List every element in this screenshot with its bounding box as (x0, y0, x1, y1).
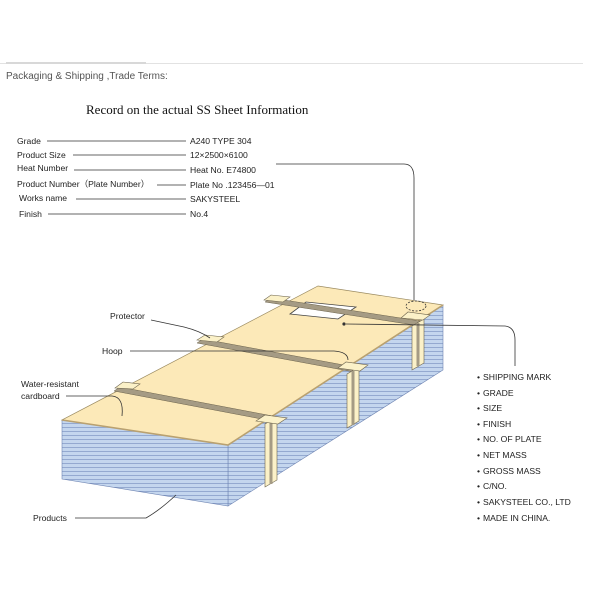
heat-number-leader (276, 163, 415, 300)
bullet: • (477, 481, 480, 491)
bullet: • (477, 372, 480, 382)
protector (337, 361, 369, 372)
shipping-mark-text: SAKYSTEEL CO., LTD (483, 497, 571, 507)
shipping-mark-text: MADE IN CHINA. (483, 513, 550, 523)
bullet: • (477, 403, 480, 413)
label-dot (342, 322, 346, 326)
shipping-mark-text: NET MASS (483, 450, 527, 460)
shipping-mark-item: • SHIPPING MARK (477, 372, 552, 382)
info-row-grade: Grade A240 TYPE 304 (17, 136, 252, 146)
shipping-mark-text: SHIPPING MARK (483, 372, 552, 382)
info-row-product-size: Product Size 12×2500×6100 (17, 150, 248, 160)
info-value: SAKYSTEEL (190, 194, 240, 204)
package-stack (60, 285, 444, 507)
protector (196, 334, 225, 343)
protector (263, 294, 291, 303)
info-row-plate-number: Product Number（Plate Number） Plate No .1… (17, 179, 275, 190)
shipping-mark-item: • MADE IN CHINA. (477, 513, 550, 523)
info-row-finish: Finish No.4 (19, 209, 208, 219)
info-value: Heat No. E74800 (190, 165, 256, 175)
info-row-works-name: Works name SAKYSTEEL (19, 193, 240, 204)
info-label: Finish (19, 209, 42, 219)
callout-cardboard-line2: cardboard (21, 391, 60, 401)
shipping-mark-list: • SHIPPING MARK • GRADE • SIZE • FINISH … (477, 372, 571, 523)
shipping-mark-text: SIZE (483, 403, 502, 413)
bullet: • (477, 497, 480, 507)
shipping-mark-item: • GROSS MASS (477, 466, 541, 476)
bullet: • (477, 434, 480, 444)
shipping-mark-item: • SIZE (477, 403, 502, 413)
hoop-leader (130, 350, 349, 361)
info-label: Grade (17, 136, 41, 146)
shipping-mark-text: FINISH (483, 419, 511, 429)
info-table: Grade A240 TYPE 304 Product Size 12×2500… (17, 136, 275, 219)
shipping-mark-text: GROSS MASS (483, 466, 541, 476)
callout-cardboard-line1: Water-resistant (21, 379, 80, 389)
shipping-mark-leader (345, 323, 516, 366)
protector-leader (150, 319, 211, 339)
shipping-mark-text: C/NO. (483, 481, 507, 491)
info-value: A240 TYPE 304 (190, 136, 252, 146)
callout-hoop: Hoop (102, 346, 123, 356)
shipping-mark-text: GRADE (483, 388, 514, 398)
bullet: • (477, 466, 480, 476)
header-divider (0, 63, 583, 64)
info-value: No.4 (190, 209, 208, 219)
bullet: • (477, 388, 480, 398)
shipping-mark-item: • GRADE (477, 388, 514, 398)
info-label: Heat Number (17, 163, 68, 173)
bullet: • (477, 419, 480, 429)
info-label: Works name (19, 193, 67, 203)
bullet: • (477, 450, 480, 460)
cardboard-leader (66, 395, 123, 417)
cardboard-edge (61, 304, 444, 446)
info-value: 12×2500×6100 (190, 150, 248, 160)
protector (114, 381, 141, 390)
info-label: Product Number（Plate Number） (17, 179, 149, 189)
products-leader (75, 494, 177, 519)
protector (400, 311, 431, 321)
header-divider-accent (6, 62, 146, 64)
section-header: Packaging & Shipping ,Trade Terms: (6, 71, 168, 82)
callout-products: Products (33, 513, 67, 523)
shipping-mark-circle (405, 300, 427, 312)
callout-protector: Protector (110, 311, 145, 321)
protector (255, 414, 288, 425)
shipping-mark-item: • NET MASS (477, 450, 527, 460)
info-label: Product Size (17, 150, 66, 160)
diagram-title: Record on the actual SS Sheet Informatio… (86, 102, 309, 117)
info-row-heat-number: Heat Number Heat No. E74800 (17, 163, 256, 175)
shipping-mark-text: NO. OF PLATE (483, 434, 542, 444)
shipping-mark-item: • SAKYSTEEL CO., LTD (477, 497, 571, 507)
shipping-mark-item: • FINISH (477, 419, 511, 429)
info-value: Plate No .123456—01 (190, 180, 275, 190)
shipping-mark-item: • NO. OF PLATE (477, 434, 542, 444)
shipping-mark-item: • C/NO. (477, 481, 507, 491)
bullet: • (477, 513, 480, 523)
